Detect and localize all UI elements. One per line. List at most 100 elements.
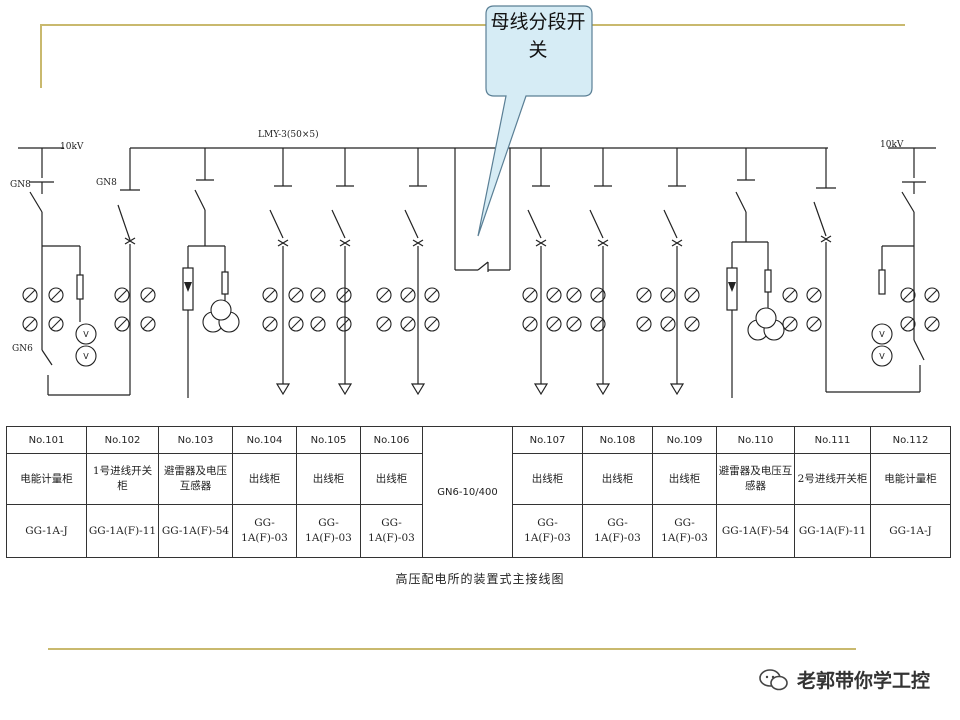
panel-number-cell: No.108 [582, 426, 653, 454]
svg-text:V: V [83, 330, 89, 339]
current-transformer-stroke [524, 289, 536, 301]
panel-number-cell: No.110 [716, 426, 795, 454]
voltage-label-right: 10kV [880, 140, 904, 150]
current-transformer-stroke [290, 289, 302, 301]
current-transformer-stroke [426, 289, 438, 301]
current-transformer-symbol [684, 287, 700, 303]
current-transformer-stroke [686, 289, 698, 301]
panel-number-cell: No.101 [6, 426, 87, 454]
current-transformer-symbol [636, 316, 652, 332]
current-transformer-stroke [662, 289, 674, 301]
current-transformer-stroke [24, 318, 36, 330]
panel-number-cell: No.104 [232, 426, 297, 454]
feeder-103 [182, 148, 229, 398]
current-transformer-stroke [686, 318, 698, 330]
bus-section-switch [454, 148, 511, 272]
current-transformer-stroke [638, 289, 650, 301]
panel-model-cell: GG-1A(F)-03 [582, 504, 653, 558]
callout-bubble [477, 5, 593, 237]
feeder-105 [331, 148, 354, 384]
panel-name-cell: 电能计量柜 [870, 453, 951, 505]
panel-name-cell: 出线柜 [512, 453, 583, 505]
current-transformer-symbol [48, 316, 64, 332]
current-transformer-symbol [546, 287, 562, 303]
current-transformer-stroke [116, 318, 128, 330]
current-transformer-symbol [566, 316, 582, 332]
current-transformer-stroke [290, 318, 302, 330]
current-transformer-symbol [400, 316, 416, 332]
current-transformer-stroke [312, 318, 324, 330]
panel-model-cell: GG-1A(F)-11 [794, 504, 871, 558]
panel-name-cell: 2号进线开关柜 [794, 453, 871, 505]
top-rule [40, 24, 905, 26]
current-transformer-symbol [590, 287, 606, 303]
current-transformer-symbol [424, 316, 440, 332]
gn6-label: GN6 [12, 344, 33, 354]
current-transformer-stroke [142, 318, 154, 330]
current-transformer-symbol [590, 316, 606, 332]
panel-number-cell: No.112 [870, 426, 951, 454]
current-transformer-stroke [50, 289, 62, 301]
panel-name-cell: 避雷器及电压互感器 [158, 453, 233, 505]
current-transformer-stroke [902, 318, 914, 330]
panel-model-cell: GG-1A(F)-03 [360, 504, 423, 558]
current-transformer-symbol [336, 316, 352, 332]
current-transformer-symbol [336, 287, 352, 303]
current-transformer-stroke [902, 289, 914, 301]
panel-number-cell: No.102 [86, 426, 159, 454]
current-transformer-stroke [784, 318, 796, 330]
current-transformer-symbol [376, 287, 392, 303]
current-transformer-symbol [522, 316, 538, 332]
panel-number-cell: No.111 [794, 426, 871, 454]
feeder-102 [117, 148, 140, 395]
current-transformer-stroke [926, 318, 938, 330]
current-transformer-stroke [24, 289, 36, 301]
current-transformer-symbol [140, 316, 156, 332]
bottom-rule [48, 648, 856, 650]
current-transformer-symbol [140, 287, 156, 303]
current-transformer-stroke [338, 318, 350, 330]
feeder-104 [269, 148, 292, 384]
busbar-label: LMY-3(50×5) [258, 130, 319, 140]
current-transformer-symbol [114, 316, 130, 332]
svg-text:V: V [879, 352, 885, 361]
panel-model-cell: GG-1A(F)-54 [716, 504, 795, 558]
current-transformer-stroke [50, 318, 62, 330]
panel-model-cell: GG-1A-J [870, 504, 951, 558]
current-transformer-stroke [568, 318, 580, 330]
gn8-label-a: GN8 [10, 180, 31, 190]
feeder-106 [404, 148, 427, 384]
panel-number-cell: No.105 [296, 426, 361, 454]
current-transformer-symbol [400, 287, 416, 303]
current-transformer-stroke [548, 289, 560, 301]
panel-model-cell: GG-1A(F)-03 [296, 504, 361, 558]
panel-model-cell: GG-1A(F)-03 [652, 504, 717, 558]
current-transformer-stroke [378, 318, 390, 330]
feeder-109 [663, 148, 686, 384]
current-transformer-symbol [806, 316, 822, 332]
current-transformer-symbol [288, 316, 304, 332]
current-transformer-symbol [22, 287, 38, 303]
current-transformer-stroke [524, 318, 536, 330]
wechat-icon [759, 668, 788, 690]
single-line-diagram: VV VV [18, 5, 940, 398]
panel-model-cell: GG-1A-J [6, 504, 87, 558]
current-transformer-symbol [310, 287, 326, 303]
svg-text:V: V [879, 330, 885, 339]
current-transformer-stroke [592, 289, 604, 301]
panel-name-cell: 出线柜 [232, 453, 297, 505]
current-transformer-symbol [546, 316, 562, 332]
current-transformer-symbol [684, 316, 700, 332]
feeder-111 [813, 148, 836, 392]
panel-name-cell: 出线柜 [296, 453, 361, 505]
panel-model-cell: GG-1A(F)-03 [232, 504, 297, 558]
panel-number-cell: No.109 [652, 426, 717, 454]
current-transformer-stroke [548, 318, 560, 330]
panel-name-cell: 出线柜 [582, 453, 653, 505]
current-transformer-symbol [376, 316, 392, 332]
current-transformer-stroke [568, 289, 580, 301]
panel-model-cell: GG-1A(F)-03 [512, 504, 583, 558]
